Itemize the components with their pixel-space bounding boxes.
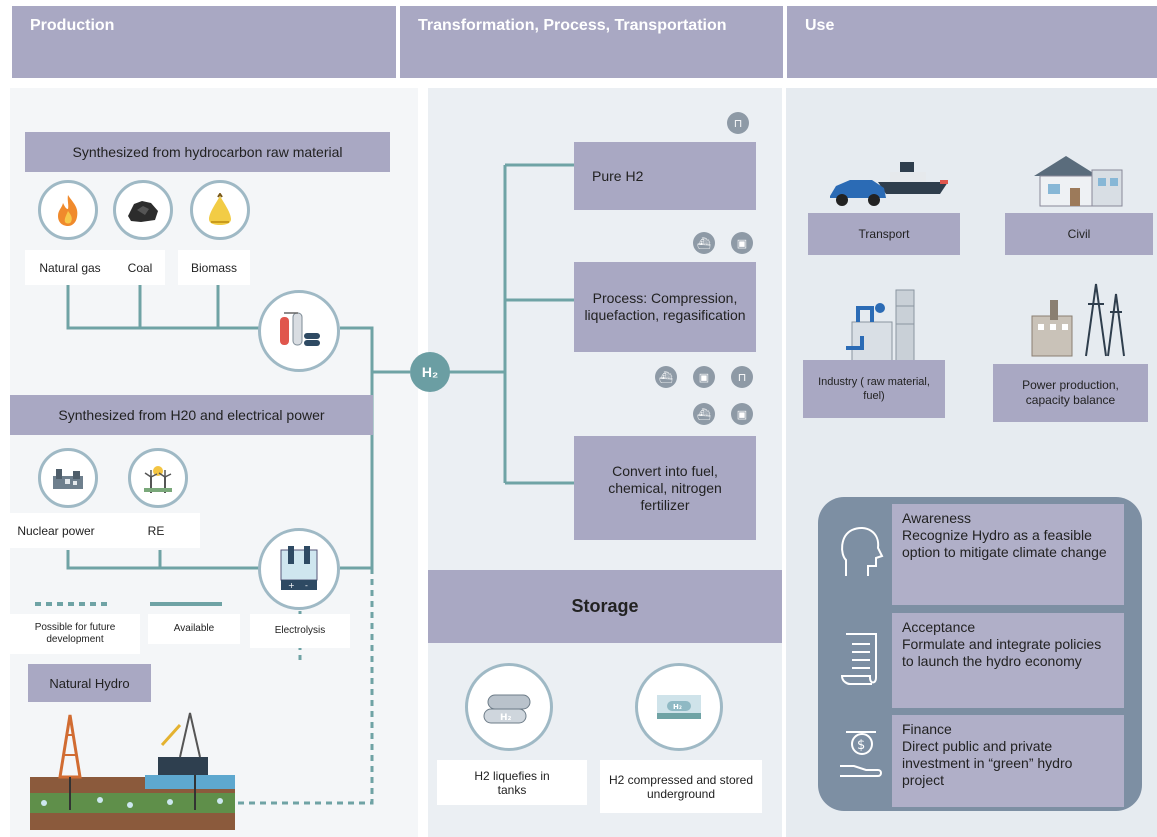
acceptance-icon: [838, 628, 884, 688]
truck-icon: ▣: [731, 403, 753, 425]
header-production: Production: [12, 6, 396, 78]
pure-h2-box: Pure H2: [574, 142, 756, 210]
acceptance-text: Formulate and integrate policies to laun…: [902, 636, 1102, 669]
ship-icon: ⛴: [693, 403, 715, 425]
storage-title: Storage: [428, 570, 782, 643]
electrolysis-label: Electrolysis: [250, 614, 350, 648]
pipe-icon: ⊓: [727, 112, 749, 134]
natural-hydro-label: Natural Hydro: [28, 664, 151, 702]
pure-h2-label: Pure H2: [592, 167, 644, 184]
acceptance-title: Acceptance: [902, 619, 976, 635]
finance-box: Finance Direct public and private invest…: [892, 715, 1124, 807]
acceptance-box: Acceptance Formulate and integrate polic…: [892, 613, 1124, 708]
header-use: Use: [787, 6, 1157, 78]
transport-label: Transport: [808, 213, 960, 255]
legend-available-label: Available: [148, 614, 240, 644]
convert-box: Convert into fuel, chemical, nitrogen fe…: [574, 436, 756, 540]
finance-text: Direct public and private investment in …: [902, 738, 1073, 788]
finance-title: Finance: [902, 721, 952, 737]
nuclear-power-label: Nuclear power: [0, 513, 112, 548]
truck-icon: ▣: [693, 366, 715, 388]
underground-badge: H₂: [673, 703, 682, 711]
awareness-icon: [838, 520, 884, 580]
pipe-icon: ⊓: [731, 366, 753, 388]
natural-gas-label: Natural gas: [25, 250, 115, 285]
h2o-title: Synthesized from H20 and electrical powe…: [10, 395, 373, 435]
coal-icon: [113, 180, 173, 240]
tank-badge: H₂: [500, 713, 512, 723]
underground-label: H2 compressed and stored underground: [600, 760, 762, 813]
natural-hydro-scene: [30, 712, 235, 830]
civil-icon: [1034, 156, 1123, 207]
natural-gas-icon: [38, 180, 98, 240]
biomass-icon: [190, 180, 250, 240]
power-production-icon: [1031, 283, 1125, 357]
svg-text:$: $: [857, 738, 865, 753]
underground-storage-icon: H₂: [635, 663, 723, 751]
h2-node: H₂: [410, 352, 450, 392]
transport-icon: [830, 162, 948, 206]
tanks-label: H2 liquefies in tanks: [437, 760, 587, 805]
svg-text:-: -: [305, 581, 308, 590]
biomass-label: Biomass: [178, 250, 250, 285]
process-label: Process: Compression, liquefaction, rega…: [584, 290, 746, 323]
header-transformation: Transformation, Process, Transportation: [400, 6, 783, 78]
renewable-energy-icon: [128, 448, 188, 508]
awareness-title: Awareness: [902, 510, 972, 526]
industry-icon: [846, 289, 915, 362]
ship-icon: ⛴: [655, 366, 677, 388]
civil-label: Civil: [1005, 213, 1153, 255]
industry-label: Industry ( raw material, fuel): [803, 360, 945, 418]
h2-node-label: H₂: [421, 364, 439, 380]
awareness-box: Awareness Recognize Hydro as a feasible …: [892, 504, 1124, 605]
power-production-label: Power production, capacity balance: [993, 364, 1148, 422]
h2-tank-icon: H₂: [465, 663, 553, 751]
ship-icon: ⛴: [693, 232, 715, 254]
truck-icon: ▣: [731, 232, 753, 254]
coal-label: Coal: [115, 250, 165, 285]
convert-label: Convert into fuel, chemical, nitrogen fe…: [608, 462, 722, 513]
process-box: Process: Compression, liquefaction, rega…: [574, 262, 756, 352]
nuclear-power-icon: [38, 448, 98, 508]
awareness-text: Recognize Hydro as a feasible option to …: [902, 527, 1107, 560]
re-label: RE: [112, 513, 200, 548]
electrolysis-icon: +-: [258, 528, 340, 610]
legend-future-label: Possible for future development: [10, 614, 140, 654]
finance-icon: $: [836, 722, 886, 782]
gas-cylinder-icon: [258, 290, 340, 372]
svg-text:+: +: [288, 581, 295, 590]
hydrocarbon-title: Synthesized from hydrocarbon raw materia…: [25, 132, 390, 172]
